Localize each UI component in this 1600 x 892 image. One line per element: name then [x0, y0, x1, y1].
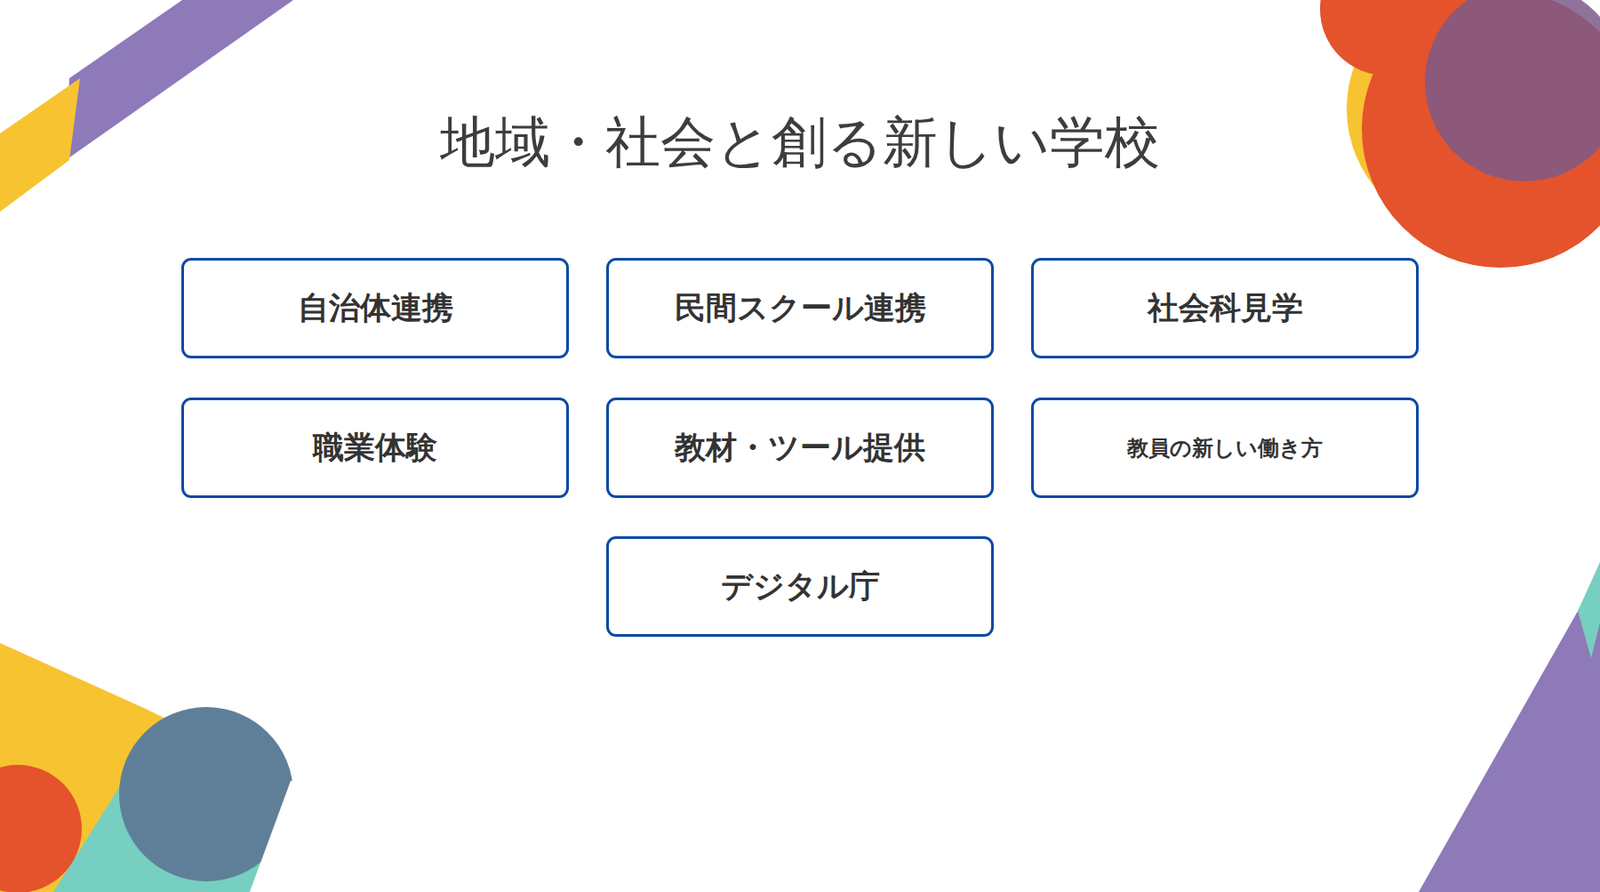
- topic-box: デジタル庁: [606, 536, 994, 637]
- topic-box: 教材・ツール提供: [606, 397, 994, 498]
- bottom-mask: [249, 780, 303, 892]
- topic-box: 自治体連携: [181, 257, 569, 359]
- purple-stripe: [65, 0, 294, 160]
- box-label: 自治体連携: [297, 287, 454, 329]
- box-label: 民間スクール連携: [674, 287, 927, 329]
- purple-circle: [1424, 0, 1600, 182]
- teal-patch: [1577, 561, 1600, 658]
- box-label: 教材・ツール提供: [674, 426, 926, 469]
- topic-box: 社会科見学: [1031, 257, 1419, 359]
- red-circle: [0, 764, 82, 892]
- topic-box: 民間スクール連携: [606, 257, 994, 359]
- box-label: 社会科見学: [1147, 287, 1304, 329]
- box-label: 職業体験: [312, 426, 438, 469]
- topic-box: 職業体験: [181, 397, 569, 498]
- slide-title: 地域・社会と創る新しい学校: [0, 104, 1600, 180]
- box-label: デジタル庁: [720, 565, 880, 608]
- yellow-stripe: [0, 78, 80, 212]
- topic-box: 教員の新しい働き方: [1031, 397, 1419, 498]
- purple-stripe-right: [1418, 571, 1600, 892]
- box-label: 教員の新しい働き方: [1127, 433, 1323, 463]
